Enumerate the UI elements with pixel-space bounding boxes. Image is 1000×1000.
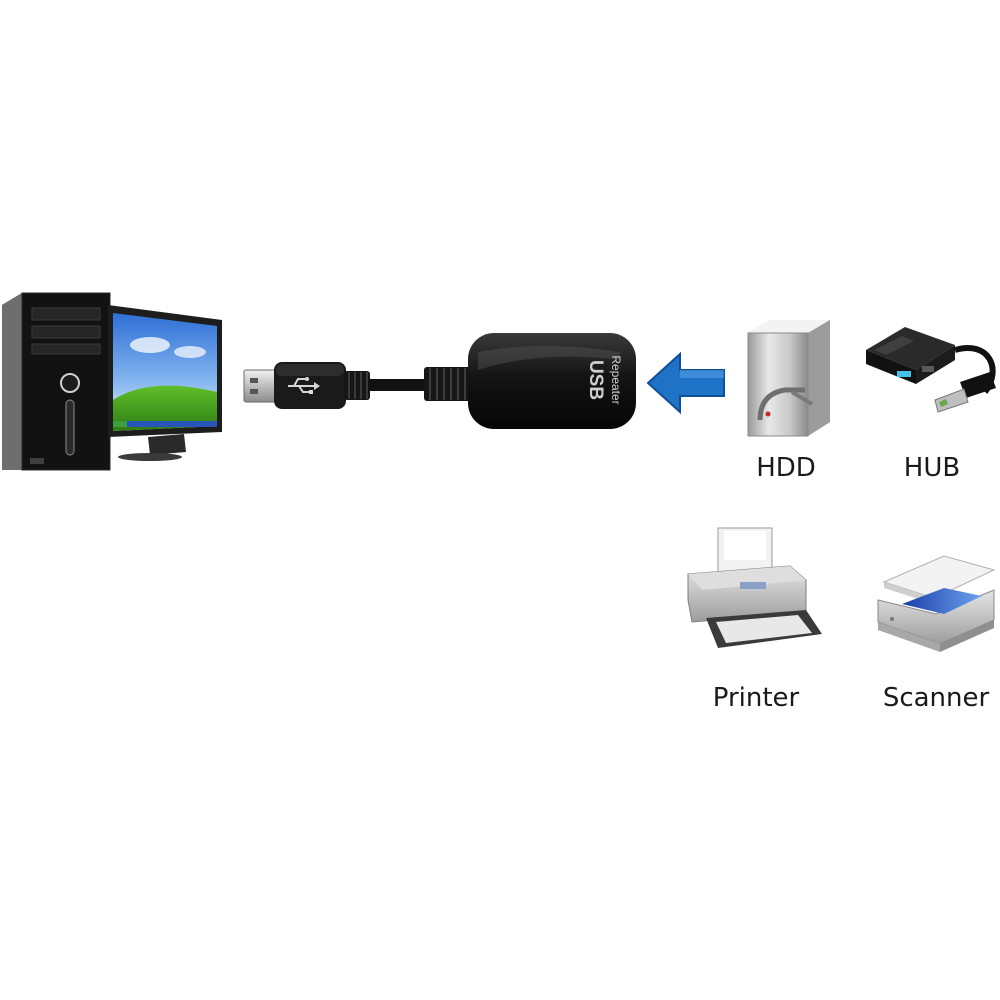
pc-tower [2, 292, 111, 471]
scanner-icon [877, 555, 996, 652]
desktop-computer-icon [2, 292, 222, 471]
usb-repeater-box: USB Repeater [468, 333, 636, 429]
device-label-printer: Printer [713, 683, 800, 713]
device-label-hub: HUB [904, 453, 960, 483]
usb-repeater-cable: USB Repeater [243, 333, 636, 429]
usb-cable [368, 379, 428, 391]
device-label-scanner: Scanner [883, 683, 990, 713]
repeater-label-repeater: Repeater [609, 355, 623, 404]
device-label-hdd: HDD [756, 453, 816, 483]
repeater-label-usb: USB [585, 360, 606, 400]
hdd-icon [747, 320, 830, 437]
usb-a-plug-icon [243, 362, 370, 409]
monitor [108, 305, 222, 461]
left-arrow-icon [646, 351, 725, 415]
usb-hub-icon [866, 327, 996, 413]
printer-icon [687, 527, 822, 648]
